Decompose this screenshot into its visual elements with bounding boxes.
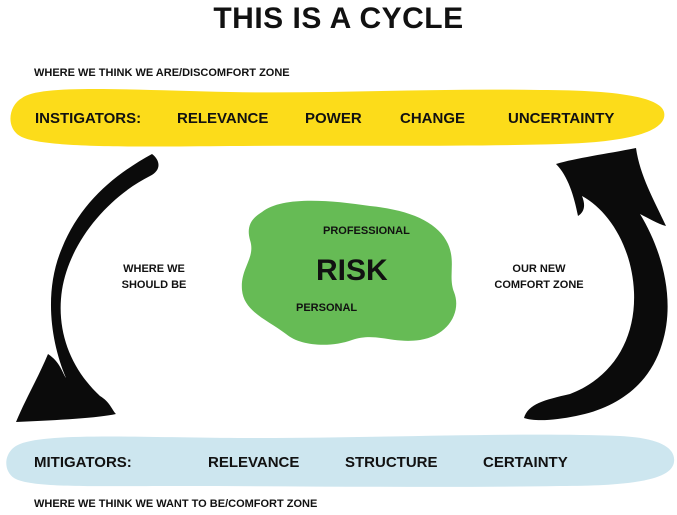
- mitigator-item: STRUCTURE: [345, 454, 438, 471]
- left-note-line: SHOULD BE: [121, 278, 187, 291]
- risk-professional-label: PROFESSIONAL: [323, 225, 410, 237]
- mitigators-label: MITIGATORS:: [34, 454, 132, 471]
- discomfort-zone-band: [10, 89, 665, 147]
- left-note: WHERE WE SHOULD BE: [104, 262, 204, 294]
- mitigator-item: CERTAINTY: [483, 454, 568, 471]
- right-note: OUR NEW COMFORT ZONE: [480, 262, 598, 294]
- curved-arrow-down-icon: [16, 154, 159, 422]
- instigator-item: UNCERTAINTY: [508, 110, 615, 127]
- risk-personal-label: PERSONAL: [296, 302, 358, 314]
- instigators-label: INSTIGATORS:: [35, 110, 142, 127]
- left-note-line: WHERE WE: [123, 263, 185, 275]
- instigator-item: CHANGE: [400, 110, 466, 127]
- curved-arrow-up-icon: [524, 148, 668, 421]
- page-title: THIS IS A CYCLE: [213, 2, 464, 35]
- risk-blob: [241, 200, 457, 345]
- top-zone-label: WHERE WE THINK WE ARE/DISCOMFORT ZONE: [34, 67, 290, 79]
- comfort-zone-band: [6, 434, 675, 487]
- mitigator-item: RELEVANCE: [208, 454, 300, 471]
- right-note-line: COMFORT ZONE: [494, 278, 584, 291]
- instigator-item: RELEVANCE: [177, 110, 269, 127]
- bottom-zone-label: WHERE WE THINK WE WANT TO BE/COMFORT ZON…: [34, 498, 318, 510]
- risk-label: RISK: [316, 254, 388, 287]
- instigator-item: POWER: [305, 110, 362, 127]
- right-note-line: OUR NEW: [512, 263, 566, 275]
